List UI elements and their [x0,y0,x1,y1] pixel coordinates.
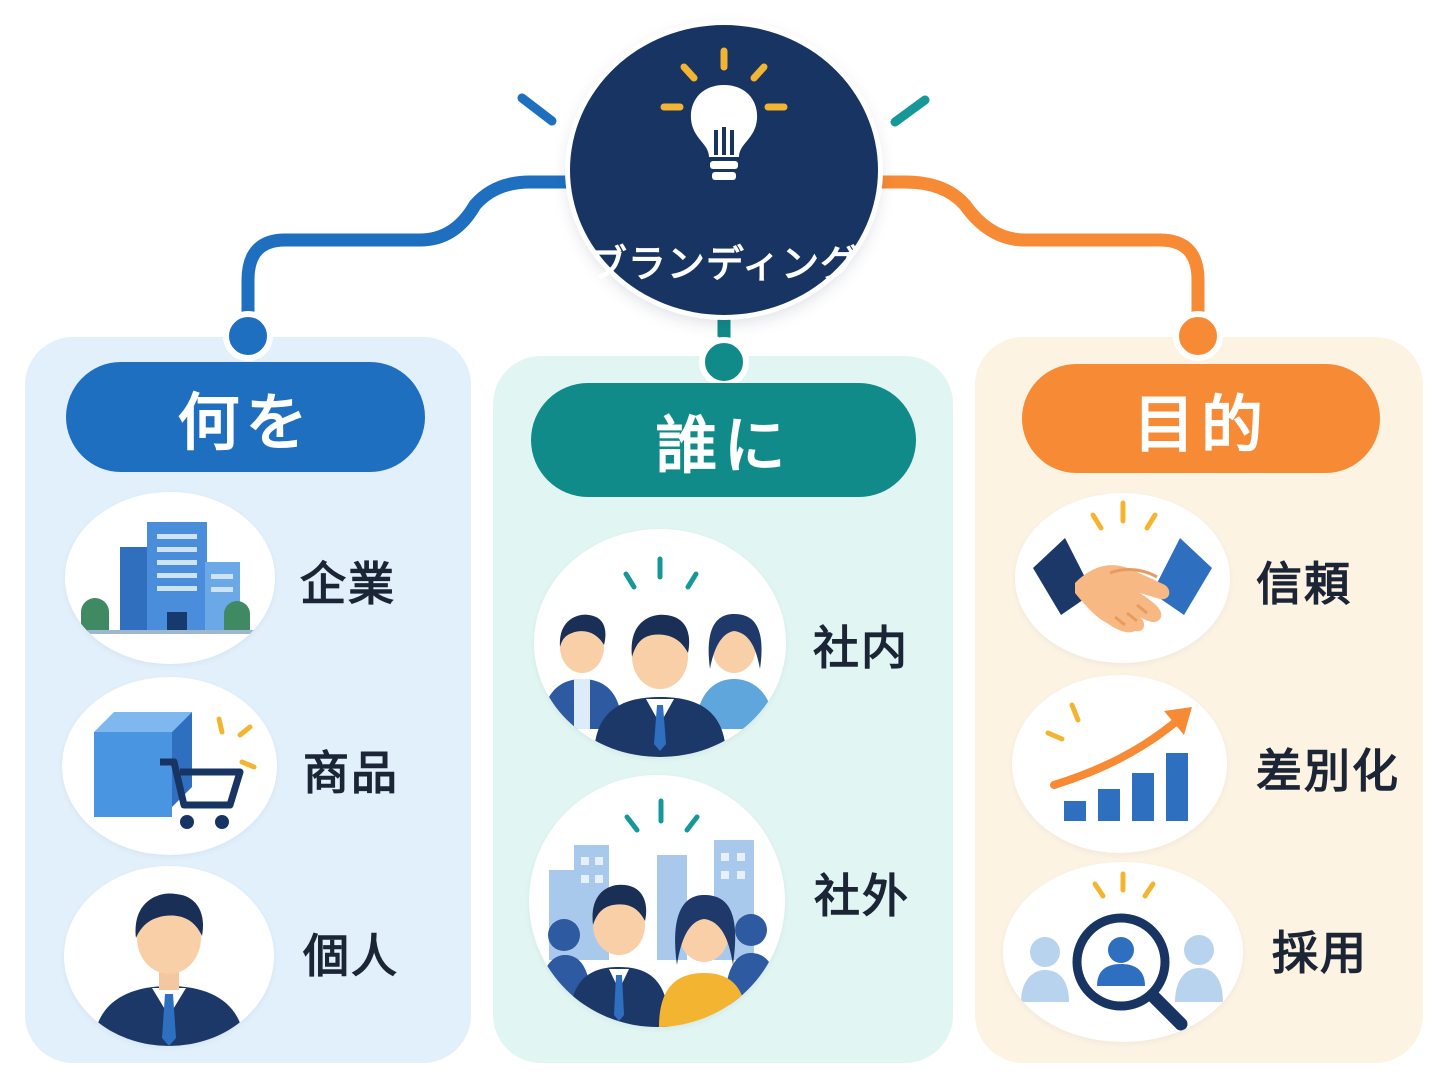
product-cart-icon [94,712,257,829]
handshake-icon [1033,500,1212,633]
item-label-differentiation: 差別化 [1256,744,1400,798]
company-building-icon [77,522,257,634]
employees-icon [542,556,774,757]
list-item-internal [534,529,786,757]
public-crowd-icon [539,798,779,1027]
list-item-person [64,866,274,1046]
item-label-company: 企業 [300,557,396,611]
list-item-product [62,677,277,855]
column-title-who: 誰に [531,383,916,497]
column-title-what: 何を [66,362,425,472]
center-hub: ブランディング の種類 [570,25,878,378]
column-title-purpose: 目的 [1022,364,1380,473]
item-label-trust: 信頼 [1256,557,1352,611]
recruit-search-icon [1021,871,1223,1031]
item-label-internal: 社内 [813,621,909,675]
person-icon [94,893,244,1046]
item-label-recruitment: 採用 [1272,926,1368,980]
item-label-external: 社外 [814,869,910,923]
item-label-product: 商品 [303,746,399,800]
growth-chart-icon [1045,702,1192,821]
list-item-company [65,492,275,664]
center-title-line1: ブランディング [588,242,860,286]
list-item-recruitment [1003,862,1243,1042]
connector-dot-who [699,337,749,387]
list-item-trust [1015,493,1230,663]
lightbulb-icon [660,47,788,180]
connector-dot-purpose [1173,311,1223,361]
connector-dot-what [223,311,273,361]
list-item-external [529,775,785,1027]
list-item-differentiation [1012,675,1227,853]
item-label-person: 個人 [303,929,399,983]
